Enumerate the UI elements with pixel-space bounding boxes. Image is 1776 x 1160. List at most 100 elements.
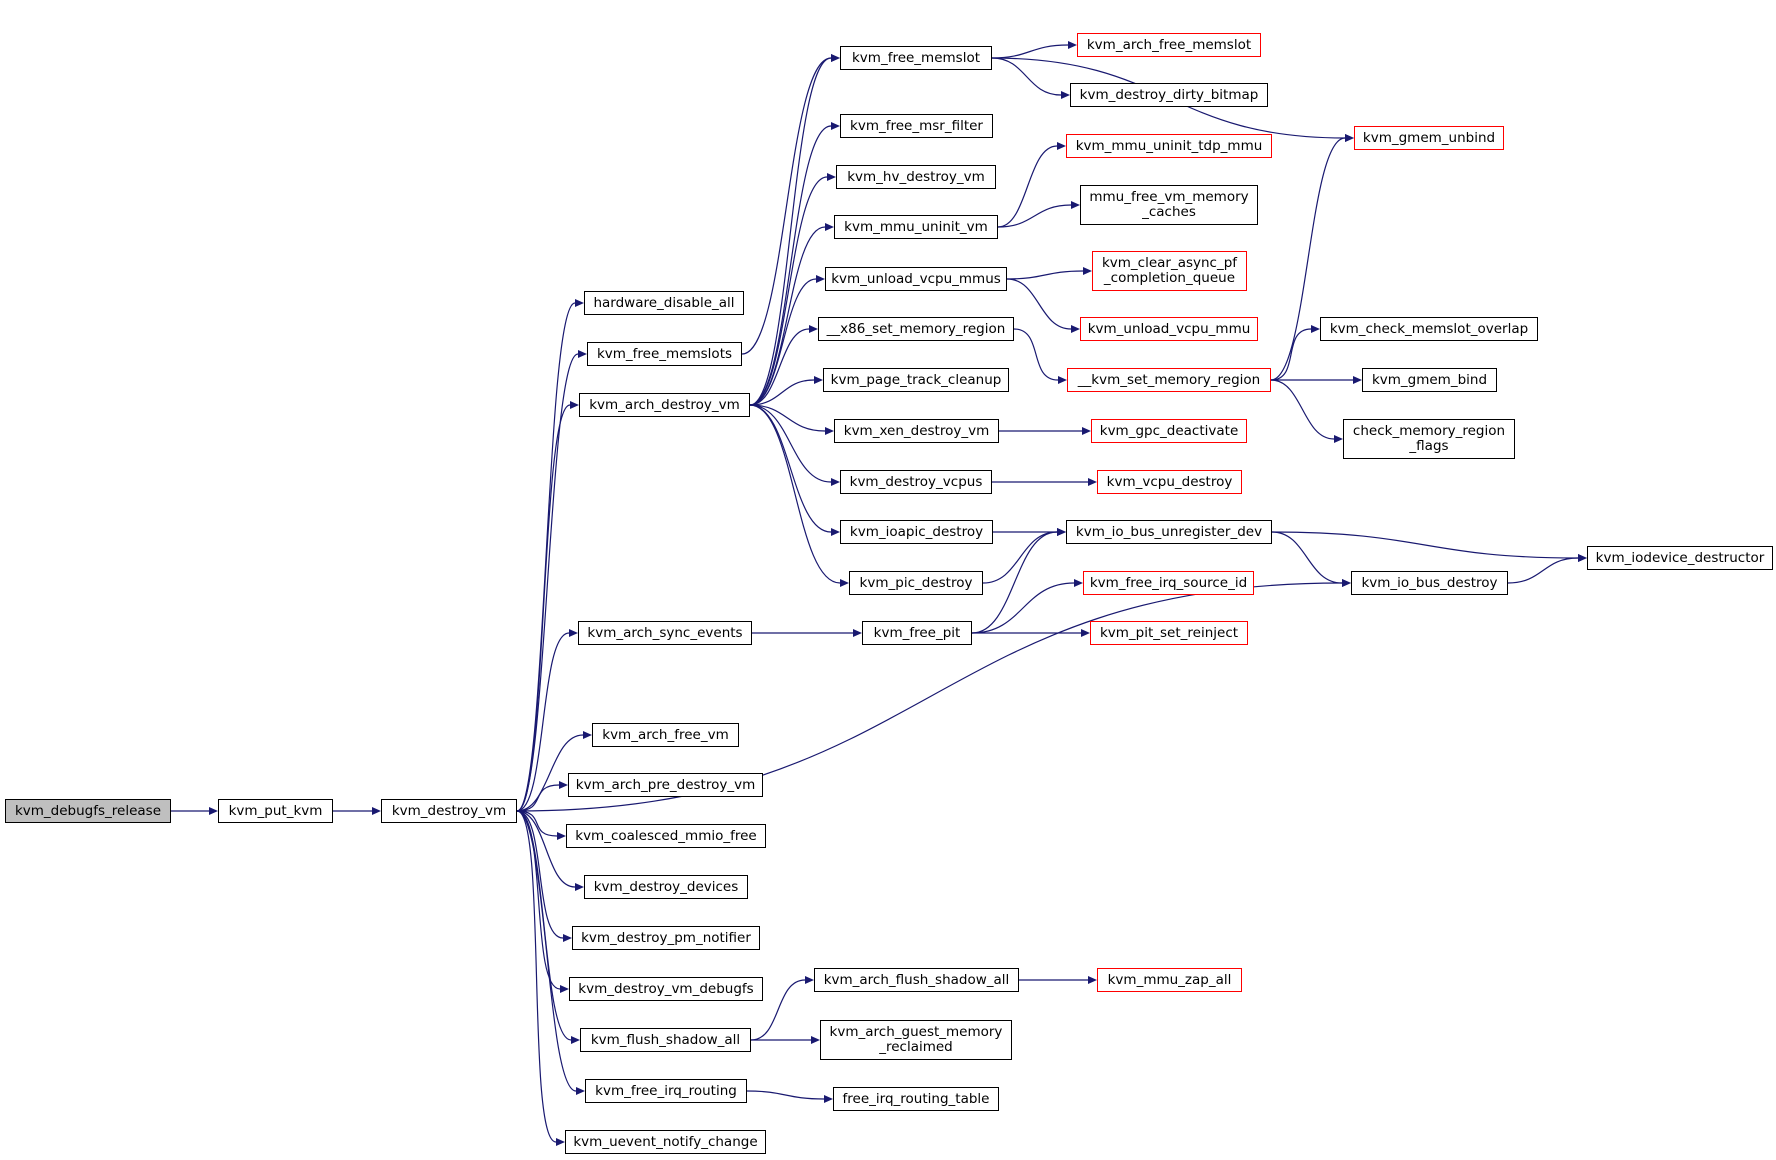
node-kvm_destroy_vm_debugfs[interactable]: kvm_destroy_vm_debugfs	[569, 977, 763, 1001]
call-edge	[749, 278, 817, 406]
call-edge	[1270, 137, 1346, 381]
node-mmu_free_vm_memory_caches[interactable]: mmu_free_vm_memory _caches	[1080, 185, 1258, 225]
call-edge-arrowhead	[1074, 579, 1083, 587]
call-edge	[749, 57, 832, 406]
node-kvm_arch_guest_memory_reclaimed[interactable]: kvm_arch_guest_memory _reclaimed	[820, 1020, 1012, 1060]
call-edge	[516, 734, 584, 812]
call-edge-arrowhead	[1578, 554, 1587, 562]
call-edge-arrowhead	[578, 350, 587, 358]
node-kvm_iodevice_destructor[interactable]: kvm_iodevice_destructor	[1587, 546, 1773, 570]
call-edge	[516, 784, 560, 812]
node-kvm_free_msr_filter[interactable]: kvm_free_msr_filter	[840, 114, 993, 138]
call-edge	[749, 404, 826, 432]
node-check_memory_region_flags[interactable]: check_memory_region _flags	[1343, 419, 1515, 459]
node-kvm_vcpu_destroy[interactable]: kvm_vcpu_destroy	[1097, 470, 1242, 494]
node-kvm_gmem_unbind[interactable]: kvm_gmem_unbind	[1354, 126, 1504, 150]
call-edge	[749, 404, 832, 483]
node-hardware_disable_all[interactable]: hardware_disable_all	[584, 291, 744, 315]
node-free_irq_routing_table[interactable]: free_irq_routing_table	[833, 1087, 999, 1111]
call-edge-arrowhead	[557, 832, 566, 840]
call-edge-arrowhead	[569, 629, 578, 637]
node-kvm_ioapic_destroy[interactable]: kvm_ioapic_destroy	[840, 520, 993, 544]
node-kvm_flush_shadow_all[interactable]: kvm_flush_shadow_all	[580, 1028, 751, 1052]
node-kvm_arch_sync_events[interactable]: kvm_arch_sync_events	[578, 621, 752, 645]
node-kvm_destroy_vm[interactable]: kvm_destroy_vm	[381, 799, 517, 823]
node-kvm_free_irq_source_id[interactable]: kvm_free_irq_source_id	[1083, 571, 1254, 595]
node-kvm_gmem_bind[interactable]: kvm_gmem_bind	[1362, 368, 1497, 392]
node-kvm_unload_vcpu_mmu[interactable]: kvm_unload_vcpu_mmu	[1080, 317, 1258, 341]
node-kvm_xen_destroy_vm[interactable]: kvm_xen_destroy_vm	[834, 419, 999, 443]
call-edge-arrowhead	[1342, 579, 1351, 587]
call-edge	[516, 810, 558, 837]
node-kvm_arch_free_vm[interactable]: kvm_arch_free_vm	[592, 723, 739, 747]
node-kvm_io_bus_destroy[interactable]: kvm_io_bus_destroy	[1351, 571, 1508, 595]
call-edge	[991, 44, 1069, 59]
node-kvm_clear_async_pf_completion_queue[interactable]: kvm_clear_async_pf _completion_queue	[1092, 251, 1247, 291]
node-kvm_destroy_vcpus[interactable]: kvm_destroy_vcpus	[840, 470, 992, 494]
call-edge-arrowhead	[825, 427, 834, 435]
call-edge-arrowhead	[805, 976, 814, 984]
call-edge	[1271, 531, 1343, 584]
call-edge-arrowhead	[811, 1036, 820, 1044]
call-edge-arrowhead	[570, 401, 579, 409]
node-kvm_coalesced_mmio_free[interactable]: kvm_coalesced_mmio_free	[566, 824, 766, 848]
call-edge-arrowhead	[1081, 629, 1090, 637]
call-edge-arrowhead	[853, 629, 862, 637]
call-edge	[516, 810, 557, 1143]
node-kvm_destroy_devices[interactable]: kvm_destroy_devices	[584, 875, 748, 899]
node-kvm_io_bus_unregister_dev[interactable]: kvm_io_bus_unregister_dev	[1066, 520, 1272, 544]
call-edge	[516, 810, 577, 1092]
node-kvm_unload_vcpu_mmus[interactable]: kvm_unload_vcpu_mmus	[825, 267, 1007, 291]
node-kvm_free_irq_routing[interactable]: kvm_free_irq_routing	[585, 1079, 747, 1103]
node-kvm_page_track_cleanup[interactable]: kvm_page_track_cleanup	[823, 368, 1009, 392]
call-edge	[749, 176, 828, 406]
call-edge-arrowhead	[1057, 142, 1066, 150]
call-edge-arrowhead	[1071, 201, 1080, 209]
node-kvm_arch_flush_shadow_all[interactable]: kvm_arch_flush_shadow_all	[814, 968, 1019, 992]
node-kvm_set_memory_region[interactable]: __kvm_set_memory_region	[1067, 368, 1271, 392]
node-kvm_free_memslots[interactable]: kvm_free_memslots	[587, 342, 742, 366]
node-kvm_destroy_pm_notifier[interactable]: kvm_destroy_pm_notifier	[572, 926, 760, 950]
call-edge	[516, 810, 576, 888]
call-edge-arrowhead	[809, 325, 818, 333]
node-x86_set_memory_region[interactable]: __x86_set_memory_region	[818, 317, 1014, 341]
node-kvm_free_pit[interactable]: kvm_free_pit	[862, 621, 972, 645]
call-edge-arrowhead	[1345, 134, 1354, 142]
node-kvm_mmu_uninit_vm[interactable]: kvm_mmu_uninit_vm	[834, 215, 998, 239]
call-edge	[991, 57, 1062, 96]
call-edge	[749, 125, 832, 406]
node-kvm_destroy_dirty_bitmap[interactable]: kvm_destroy_dirty_bitmap	[1070, 83, 1268, 107]
call-edge	[1013, 328, 1059, 381]
node-kvm_check_memslot_overlap[interactable]: kvm_check_memslot_overlap	[1320, 317, 1538, 341]
call-edge	[1270, 328, 1312, 381]
call-edge-arrowhead	[1083, 267, 1092, 275]
call-edge-arrowhead	[814, 376, 823, 384]
node-kvm_free_memslot[interactable]: kvm_free_memslot	[840, 46, 992, 70]
call-edge-arrowhead	[209, 807, 218, 815]
node-kvm_hv_destroy_vm[interactable]: kvm_hv_destroy_vm	[836, 165, 996, 189]
node-kvm_mmu_zap_all[interactable]: kvm_mmu_zap_all	[1097, 968, 1242, 992]
node-kvm_pit_set_reinject[interactable]: kvm_pit_set_reinject	[1090, 621, 1248, 645]
call-edge	[516, 582, 1343, 812]
node-kvm_arch_pre_destroy_vm[interactable]: kvm_arch_pre_destroy_vm	[568, 773, 763, 797]
call-edge-arrowhead	[1057, 528, 1066, 536]
call-edge-arrowhead	[571, 1036, 580, 1044]
call-edge-arrowhead	[816, 275, 825, 283]
node-kvm_uevent_notify_change[interactable]: kvm_uevent_notify_change	[565, 1130, 766, 1154]
node-kvm_gpc_deactivate[interactable]: kvm_gpc_deactivate	[1091, 419, 1247, 443]
node-kvm_pic_destroy[interactable]: kvm_pic_destroy	[849, 571, 983, 595]
call-edge-arrowhead	[1088, 976, 1097, 984]
node-kvm_mmu_uninit_tdp_mmu[interactable]: kvm_mmu_uninit_tdp_mmu	[1066, 134, 1272, 158]
node-kvm_arch_free_memslot[interactable]: kvm_arch_free_memslot	[1077, 33, 1261, 57]
node-kvm_put_kvm[interactable]: kvm_put_kvm	[218, 799, 333, 823]
call-edge-arrowhead	[825, 223, 834, 231]
call-edge-arrowhead	[372, 807, 381, 815]
call-edge	[1270, 379, 1335, 440]
call-edge-arrowhead	[559, 781, 568, 789]
call-edge-arrowhead	[583, 731, 592, 739]
call-edge	[982, 531, 1058, 584]
node-kvm_arch_destroy_vm[interactable]: kvm_arch_destroy_vm	[579, 393, 750, 417]
call-edge	[997, 145, 1058, 228]
call-edge	[749, 404, 841, 584]
